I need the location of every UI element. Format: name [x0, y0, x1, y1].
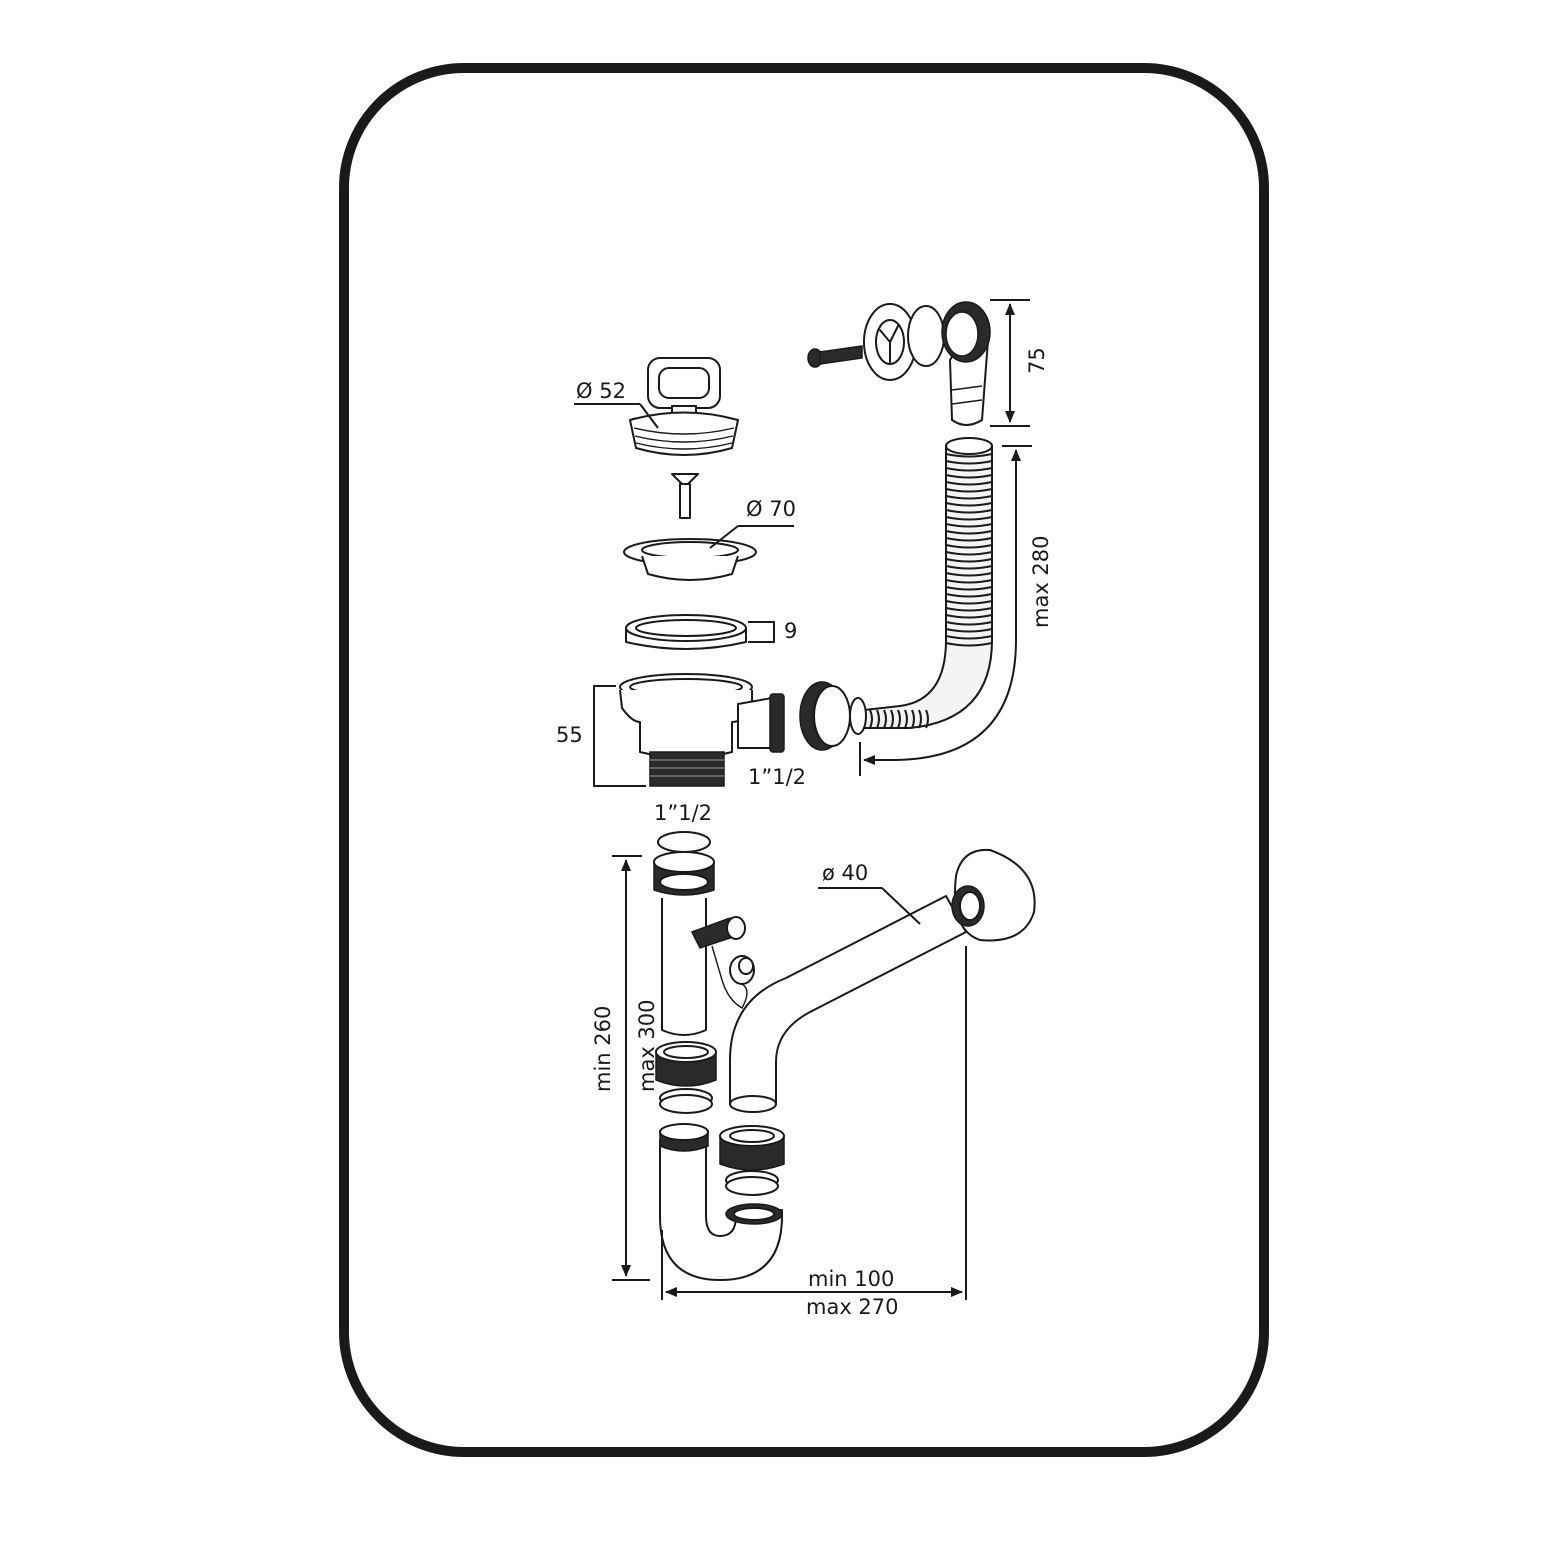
dim-height-min-260: min 260 [591, 1006, 615, 1092]
trap-mid-nut [655, 1041, 717, 1087]
trap-cap-chain [711, 945, 755, 1009]
trap-side-inlet [690, 916, 746, 949]
dim-overflow-height-75: 75 [1025, 347, 1049, 374]
dim-pipe-diameter-40: ø 40 [822, 861, 868, 885]
overflow-cover [863, 303, 917, 381]
hose-nut [799, 681, 867, 751]
trap-right-nut [719, 1125, 785, 1225]
dim-thread-outlet: 1”1/2 [748, 765, 806, 789]
dim-width-min-100: min 100 [808, 1267, 894, 1291]
strainer-flange [623, 538, 757, 581]
dim-hose-max-280: max 280 [1029, 535, 1053, 628]
dim-width-max-270: max 270 [806, 1295, 899, 1319]
dim-height-max-300: max 300 [635, 999, 659, 1092]
dim-thread-inlet: 1”1/2 [654, 801, 712, 825]
diagram-frame [339, 63, 1269, 1457]
trap-vertical-pipe [661, 898, 707, 1036]
trap-mid-washer [659, 1088, 713, 1114]
dim-body-height-55: 55 [556, 723, 583, 747]
trap-top-washer [657, 831, 711, 853]
wall-rosette [951, 848, 1036, 942]
trap-outlet-pipe [729, 895, 967, 1113]
strainer-body [619, 673, 785, 787]
dim-gasket-height-9: 9 [784, 619, 797, 643]
overflow-screw [807, 345, 863, 368]
overflow-gasket [907, 305, 945, 367]
strainer-screw [671, 473, 699, 519]
rubber-gasket [625, 614, 747, 650]
strainer-stopper [629, 357, 739, 456]
overflow-elbow [941, 301, 991, 426]
dim-diameter-52: Ø 52 [576, 379, 626, 403]
dim-diameter-70: Ø 70 [746, 497, 796, 521]
trap-top-nut [653, 851, 715, 896]
